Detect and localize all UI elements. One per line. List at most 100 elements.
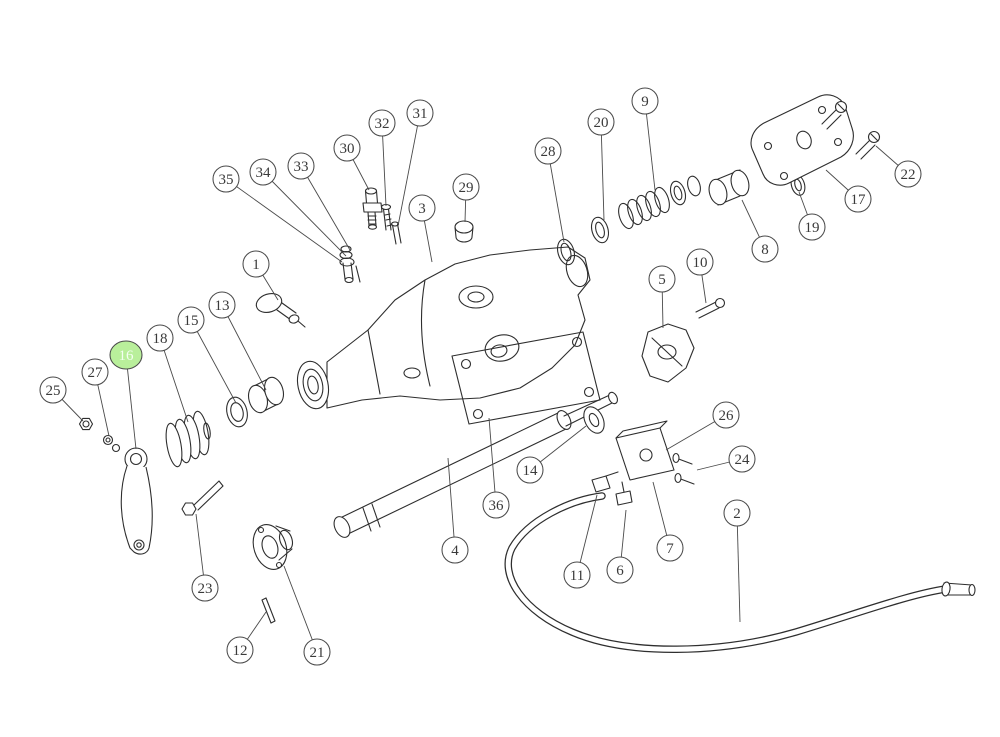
callout-circle[interactable] <box>212 165 240 193</box>
callout-leader-line <box>447 457 456 551</box>
callout-circle[interactable] <box>686 248 714 276</box>
callout-circle[interactable] <box>656 534 684 562</box>
callout-circle[interactable] <box>191 574 219 602</box>
callout-18[interactable]: 18 <box>146 324 189 423</box>
callout-24[interactable]: 24 <box>696 445 756 473</box>
callout-number: 28 <box>541 144 556 160</box>
callout-3[interactable]: 3 <box>408 194 436 263</box>
callout-circle[interactable] <box>751 235 779 263</box>
callout-circle[interactable] <box>712 401 740 429</box>
callout-33[interactable]: 33 <box>287 152 351 251</box>
callout-8[interactable]: 8 <box>741 199 779 263</box>
callout-leader-line <box>381 122 387 207</box>
callout-circle[interactable] <box>333 134 361 162</box>
callout-2[interactable]: 2 <box>723 499 751 623</box>
callout-number: 22 <box>901 167 916 183</box>
callout-circle[interactable] <box>441 536 469 564</box>
callout-circle[interactable] <box>226 636 254 664</box>
callout-circle[interactable] <box>606 556 634 584</box>
callout-number: 13 <box>215 298 230 314</box>
callout-circle[interactable] <box>563 561 591 589</box>
cover-plate-drawing <box>750 94 881 186</box>
callout-5[interactable]: 5 <box>648 265 676 329</box>
callout-circle[interactable] <box>723 499 751 527</box>
callout-number: 36 <box>489 498 505 514</box>
callout-circle[interactable] <box>303 638 331 666</box>
callout-circle[interactable] <box>39 376 67 404</box>
callout-28[interactable]: 28 <box>534 137 565 243</box>
callout-circle[interactable] <box>408 194 436 222</box>
callout-7[interactable]: 7 <box>652 481 684 562</box>
callout-circle[interactable] <box>452 173 480 201</box>
callout-circle[interactable] <box>146 324 174 352</box>
callout-circle[interactable] <box>534 137 562 165</box>
callout-36[interactable]: 36 <box>482 417 510 519</box>
callout-circle[interactable] <box>81 358 109 386</box>
callout-circle[interactable] <box>406 99 434 127</box>
callout-leader-line <box>547 150 565 243</box>
drawing-layer <box>78 94 976 653</box>
callout-32[interactable]: 32 <box>368 109 396 207</box>
callout-20[interactable]: 20 <box>587 108 615 221</box>
callout-9[interactable]: 9 <box>631 87 659 191</box>
callout-number: 33 <box>294 159 309 175</box>
callout-25[interactable]: 25 <box>39 376 84 422</box>
callout-circle[interactable] <box>249 158 277 186</box>
callout-circle[interactable] <box>631 87 659 115</box>
callout-27[interactable]: 27 <box>81 358 110 437</box>
callout-circle[interactable] <box>648 265 676 293</box>
callout-1[interactable]: 1 <box>242 250 279 301</box>
callout-number: 12 <box>233 643 248 659</box>
callout-23[interactable]: 23 <box>191 513 219 602</box>
callout-leader-line <box>190 319 237 404</box>
callout-29[interactable]: 29 <box>452 173 480 223</box>
callout-number: 1 <box>252 257 260 273</box>
housing-drawing <box>296 246 591 410</box>
callout-circle[interactable] <box>368 109 396 137</box>
callout-number: 29 <box>459 180 474 196</box>
callout-circle[interactable] <box>728 445 756 473</box>
callout-16[interactable]: 16 <box>109 340 143 450</box>
callout-circle[interactable] <box>516 456 544 484</box>
callout-34[interactable]: 34 <box>249 158 347 257</box>
callout-14[interactable]: 14 <box>516 425 587 484</box>
callout-leader-line <box>600 121 605 221</box>
callout-number: 11 <box>570 568 584 584</box>
callout-circle[interactable] <box>482 491 510 519</box>
callout-19[interactable]: 19 <box>798 191 826 241</box>
callout-circle[interactable] <box>894 160 922 188</box>
callout-17[interactable]: 17 <box>825 169 872 213</box>
callout-circle[interactable] <box>587 108 615 136</box>
callout-number: 34 <box>256 165 272 181</box>
callout-10[interactable]: 10 <box>686 248 714 304</box>
callout-31[interactable]: 31 <box>397 99 434 227</box>
callout-number: 15 <box>184 313 199 329</box>
callout-leader-line <box>488 417 497 506</box>
mounting-plate-drawing <box>451 331 601 425</box>
callout-22[interactable]: 22 <box>875 145 922 188</box>
callout-circle-highlighted[interactable] <box>109 340 143 370</box>
callout-circle[interactable] <box>287 152 315 180</box>
callout-number: 9 <box>641 94 649 110</box>
callout-12[interactable]: 12 <box>226 611 267 664</box>
callout-number: 32 <box>375 116 390 132</box>
callout-circle[interactable] <box>177 306 205 334</box>
callout-13[interactable]: 13 <box>208 291 267 391</box>
callout-11[interactable]: 11 <box>563 494 598 589</box>
callout-30[interactable]: 30 <box>333 134 370 191</box>
bracket-drawing <box>641 297 726 383</box>
callout-circle[interactable] <box>798 213 826 241</box>
callout-26[interactable]: 26 <box>665 401 740 451</box>
callout-circle[interactable] <box>242 250 270 278</box>
callout-21[interactable]: 21 <box>283 565 331 666</box>
callout-circle[interactable] <box>208 291 236 319</box>
callout-6[interactable]: 6 <box>606 509 634 584</box>
callout-35[interactable]: 35 <box>212 165 343 263</box>
callout-circle[interactable] <box>844 185 872 213</box>
callout-leader-line <box>397 112 421 227</box>
callout-15[interactable]: 15 <box>177 306 237 404</box>
callout-4[interactable]: 4 <box>441 457 469 564</box>
callout-number: 19 <box>805 220 820 236</box>
